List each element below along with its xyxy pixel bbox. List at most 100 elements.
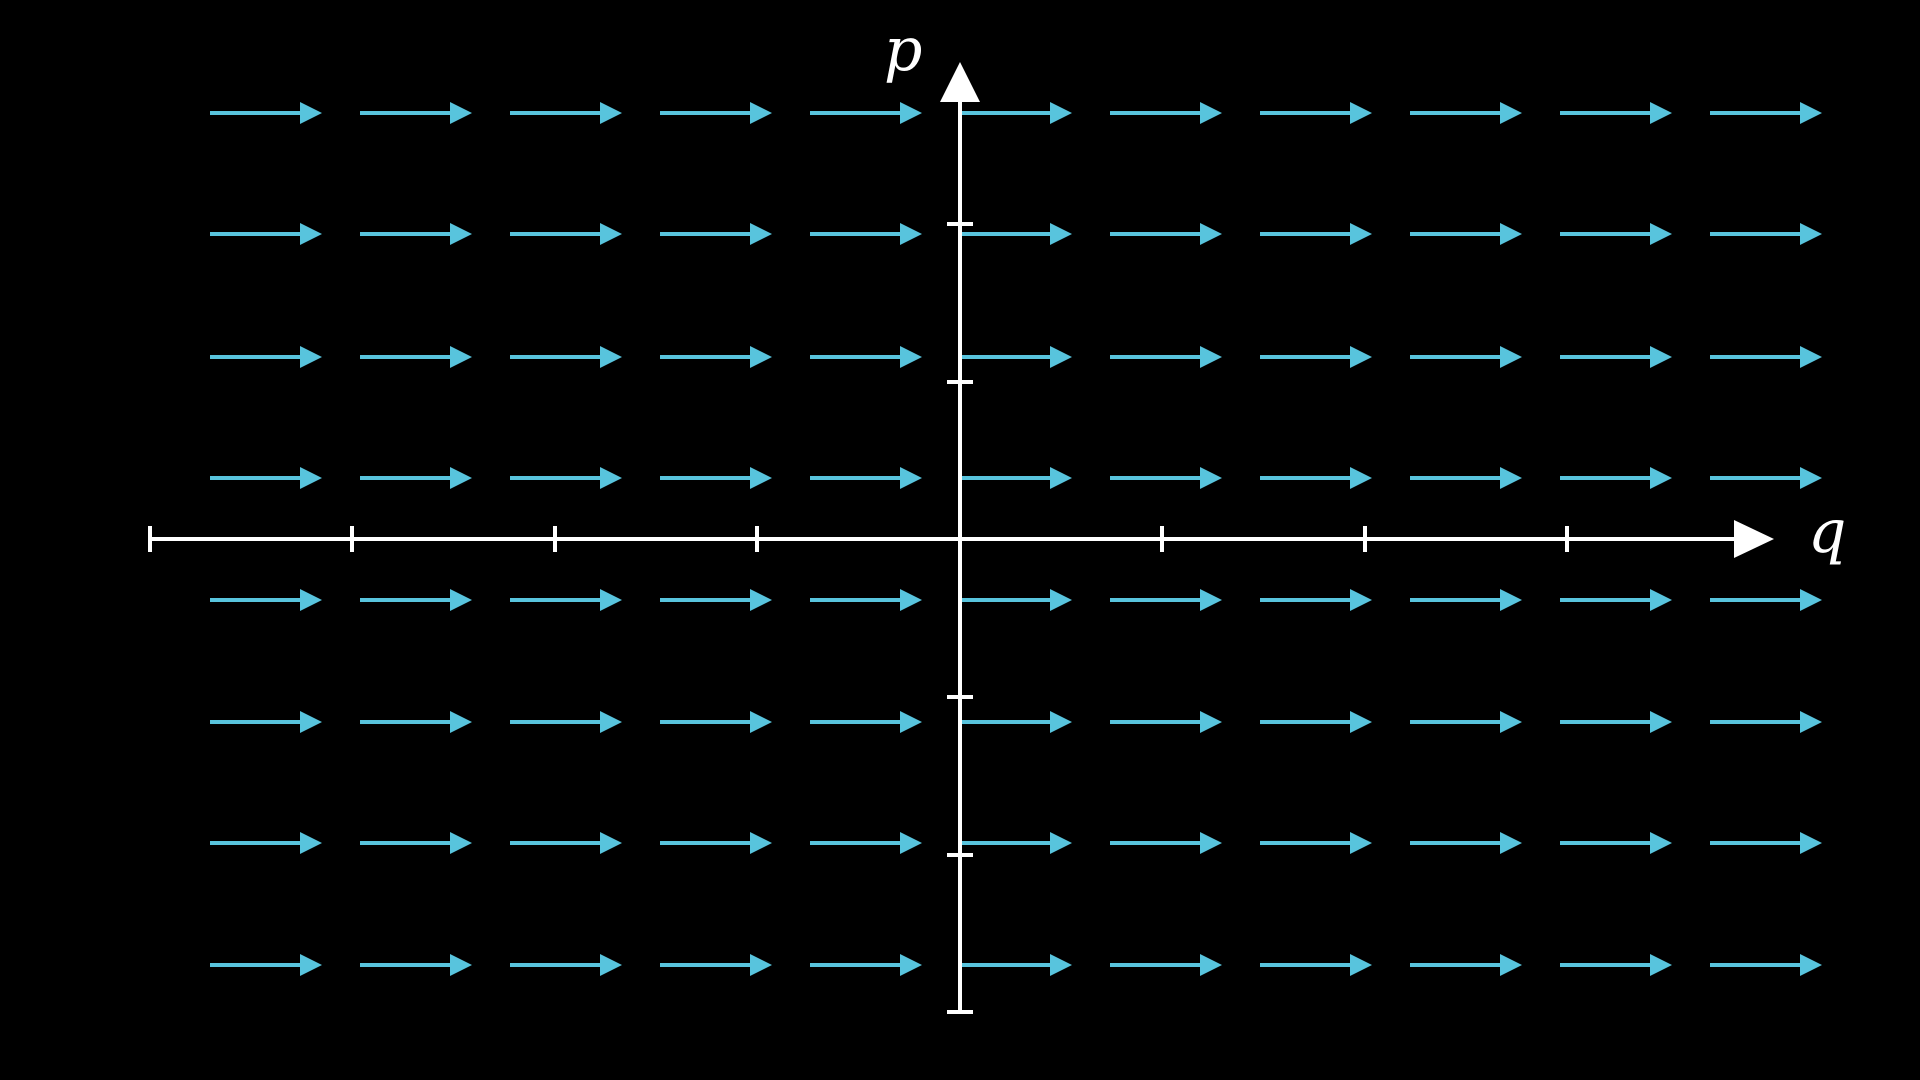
field-arrow-head	[450, 346, 472, 368]
field-arrow-head	[750, 711, 772, 733]
field-arrow-head	[1200, 102, 1222, 124]
field-arrow-head	[1350, 467, 1372, 489]
field-arrow	[1410, 346, 1522, 368]
field-arrow-head	[300, 832, 322, 854]
field-arrow	[210, 102, 322, 124]
field-arrow-head	[1500, 346, 1522, 368]
field-arrow-head	[1500, 589, 1522, 611]
field-arrow	[1260, 832, 1372, 854]
field-arrow-head	[1050, 832, 1072, 854]
q-axis-ticks	[148, 526, 1569, 552]
field-arrow	[960, 832, 1072, 854]
field-arrow	[1260, 711, 1372, 733]
field-arrow-head	[750, 467, 772, 489]
field-arrow	[1110, 346, 1222, 368]
field-arrow	[660, 467, 772, 489]
field-arrow	[1410, 467, 1522, 489]
field-arrow-head	[1350, 223, 1372, 245]
field-arrow	[1410, 102, 1522, 124]
field-arrow	[660, 102, 772, 124]
field-arrow-head	[900, 102, 922, 124]
field-arrow-head	[750, 102, 772, 124]
field-arrow-head	[1800, 467, 1822, 489]
field-arrow	[810, 589, 922, 611]
field-arrow	[1260, 954, 1372, 976]
field-arrow-head	[1650, 102, 1672, 124]
field-arrow	[1710, 589, 1822, 611]
field-arrow	[1560, 467, 1672, 489]
p-axis-arrowhead	[940, 62, 980, 102]
field-arrow	[360, 346, 472, 368]
field-arrow-head	[1050, 223, 1072, 245]
field-arrow-head	[600, 102, 622, 124]
field-arrow	[1260, 102, 1372, 124]
field-arrow	[1260, 223, 1372, 245]
field-arrow-head	[1350, 711, 1372, 733]
field-arrow-head	[1500, 102, 1522, 124]
field-arrow-head	[1650, 711, 1672, 733]
field-arrow	[1110, 467, 1222, 489]
field-arrow-head	[300, 346, 322, 368]
field-arrow-head	[450, 589, 472, 611]
field-arrow	[1560, 954, 1672, 976]
field-arrow	[510, 589, 622, 611]
field-arrow-head	[300, 223, 322, 245]
field-arrow	[960, 589, 1072, 611]
field-arrow	[810, 467, 922, 489]
field-arrow	[810, 223, 922, 245]
field-arrow	[1260, 346, 1372, 368]
field-arrow	[960, 346, 1072, 368]
field-arrow	[1110, 589, 1222, 611]
field-arrow	[1410, 711, 1522, 733]
field-arrow-head	[1800, 954, 1822, 976]
field-arrow-head	[1500, 954, 1522, 976]
field-arrow-head	[900, 223, 922, 245]
field-arrow	[810, 102, 922, 124]
field-arrow	[360, 467, 472, 489]
field-arrow	[360, 954, 472, 976]
field-arrow-head	[1800, 346, 1822, 368]
field-arrow	[660, 711, 772, 733]
field-arrow-head	[600, 467, 622, 489]
field-arrow-head	[1050, 102, 1072, 124]
field-arrow-head	[450, 467, 472, 489]
field-arrow	[660, 346, 772, 368]
field-arrow	[1710, 954, 1822, 976]
field-arrow	[1710, 102, 1822, 124]
field-arrow-head	[1650, 346, 1672, 368]
field-arrow-head	[600, 589, 622, 611]
field-arrow-head	[1800, 589, 1822, 611]
field-arrow-head	[1650, 832, 1672, 854]
field-arrow-head	[1200, 832, 1222, 854]
field-arrow	[1560, 102, 1672, 124]
q-axis-arrowhead	[1734, 520, 1774, 558]
field-arrow	[810, 711, 922, 733]
field-arrow	[1710, 223, 1822, 245]
field-arrow-head	[1200, 467, 1222, 489]
field-arrow-head	[1200, 711, 1222, 733]
field-arrow-head	[900, 467, 922, 489]
field-arrow	[1560, 346, 1672, 368]
field-arrow-head	[450, 223, 472, 245]
field-arrow	[1710, 832, 1822, 854]
field-arrow	[210, 589, 322, 611]
q-axis-label: q	[1808, 497, 1846, 567]
field-arrow-head	[600, 832, 622, 854]
field-arrow-head	[1500, 711, 1522, 733]
field-arrow-head	[450, 954, 472, 976]
field-arrow-head	[1200, 346, 1222, 368]
field-arrow-head	[600, 346, 622, 368]
field-arrow-head	[1050, 467, 1072, 489]
field-arrow-head	[1500, 832, 1522, 854]
field-arrow-head	[750, 954, 772, 976]
field-arrow	[360, 223, 472, 245]
field-arrow	[960, 102, 1072, 124]
field-arrow	[1410, 832, 1522, 854]
field-arrow	[1710, 711, 1822, 733]
field-arrow-head	[300, 467, 322, 489]
field-arrow-head	[1050, 711, 1072, 733]
field-arrow	[210, 467, 322, 489]
field-arrow-head	[300, 711, 322, 733]
field-arrow	[210, 954, 322, 976]
